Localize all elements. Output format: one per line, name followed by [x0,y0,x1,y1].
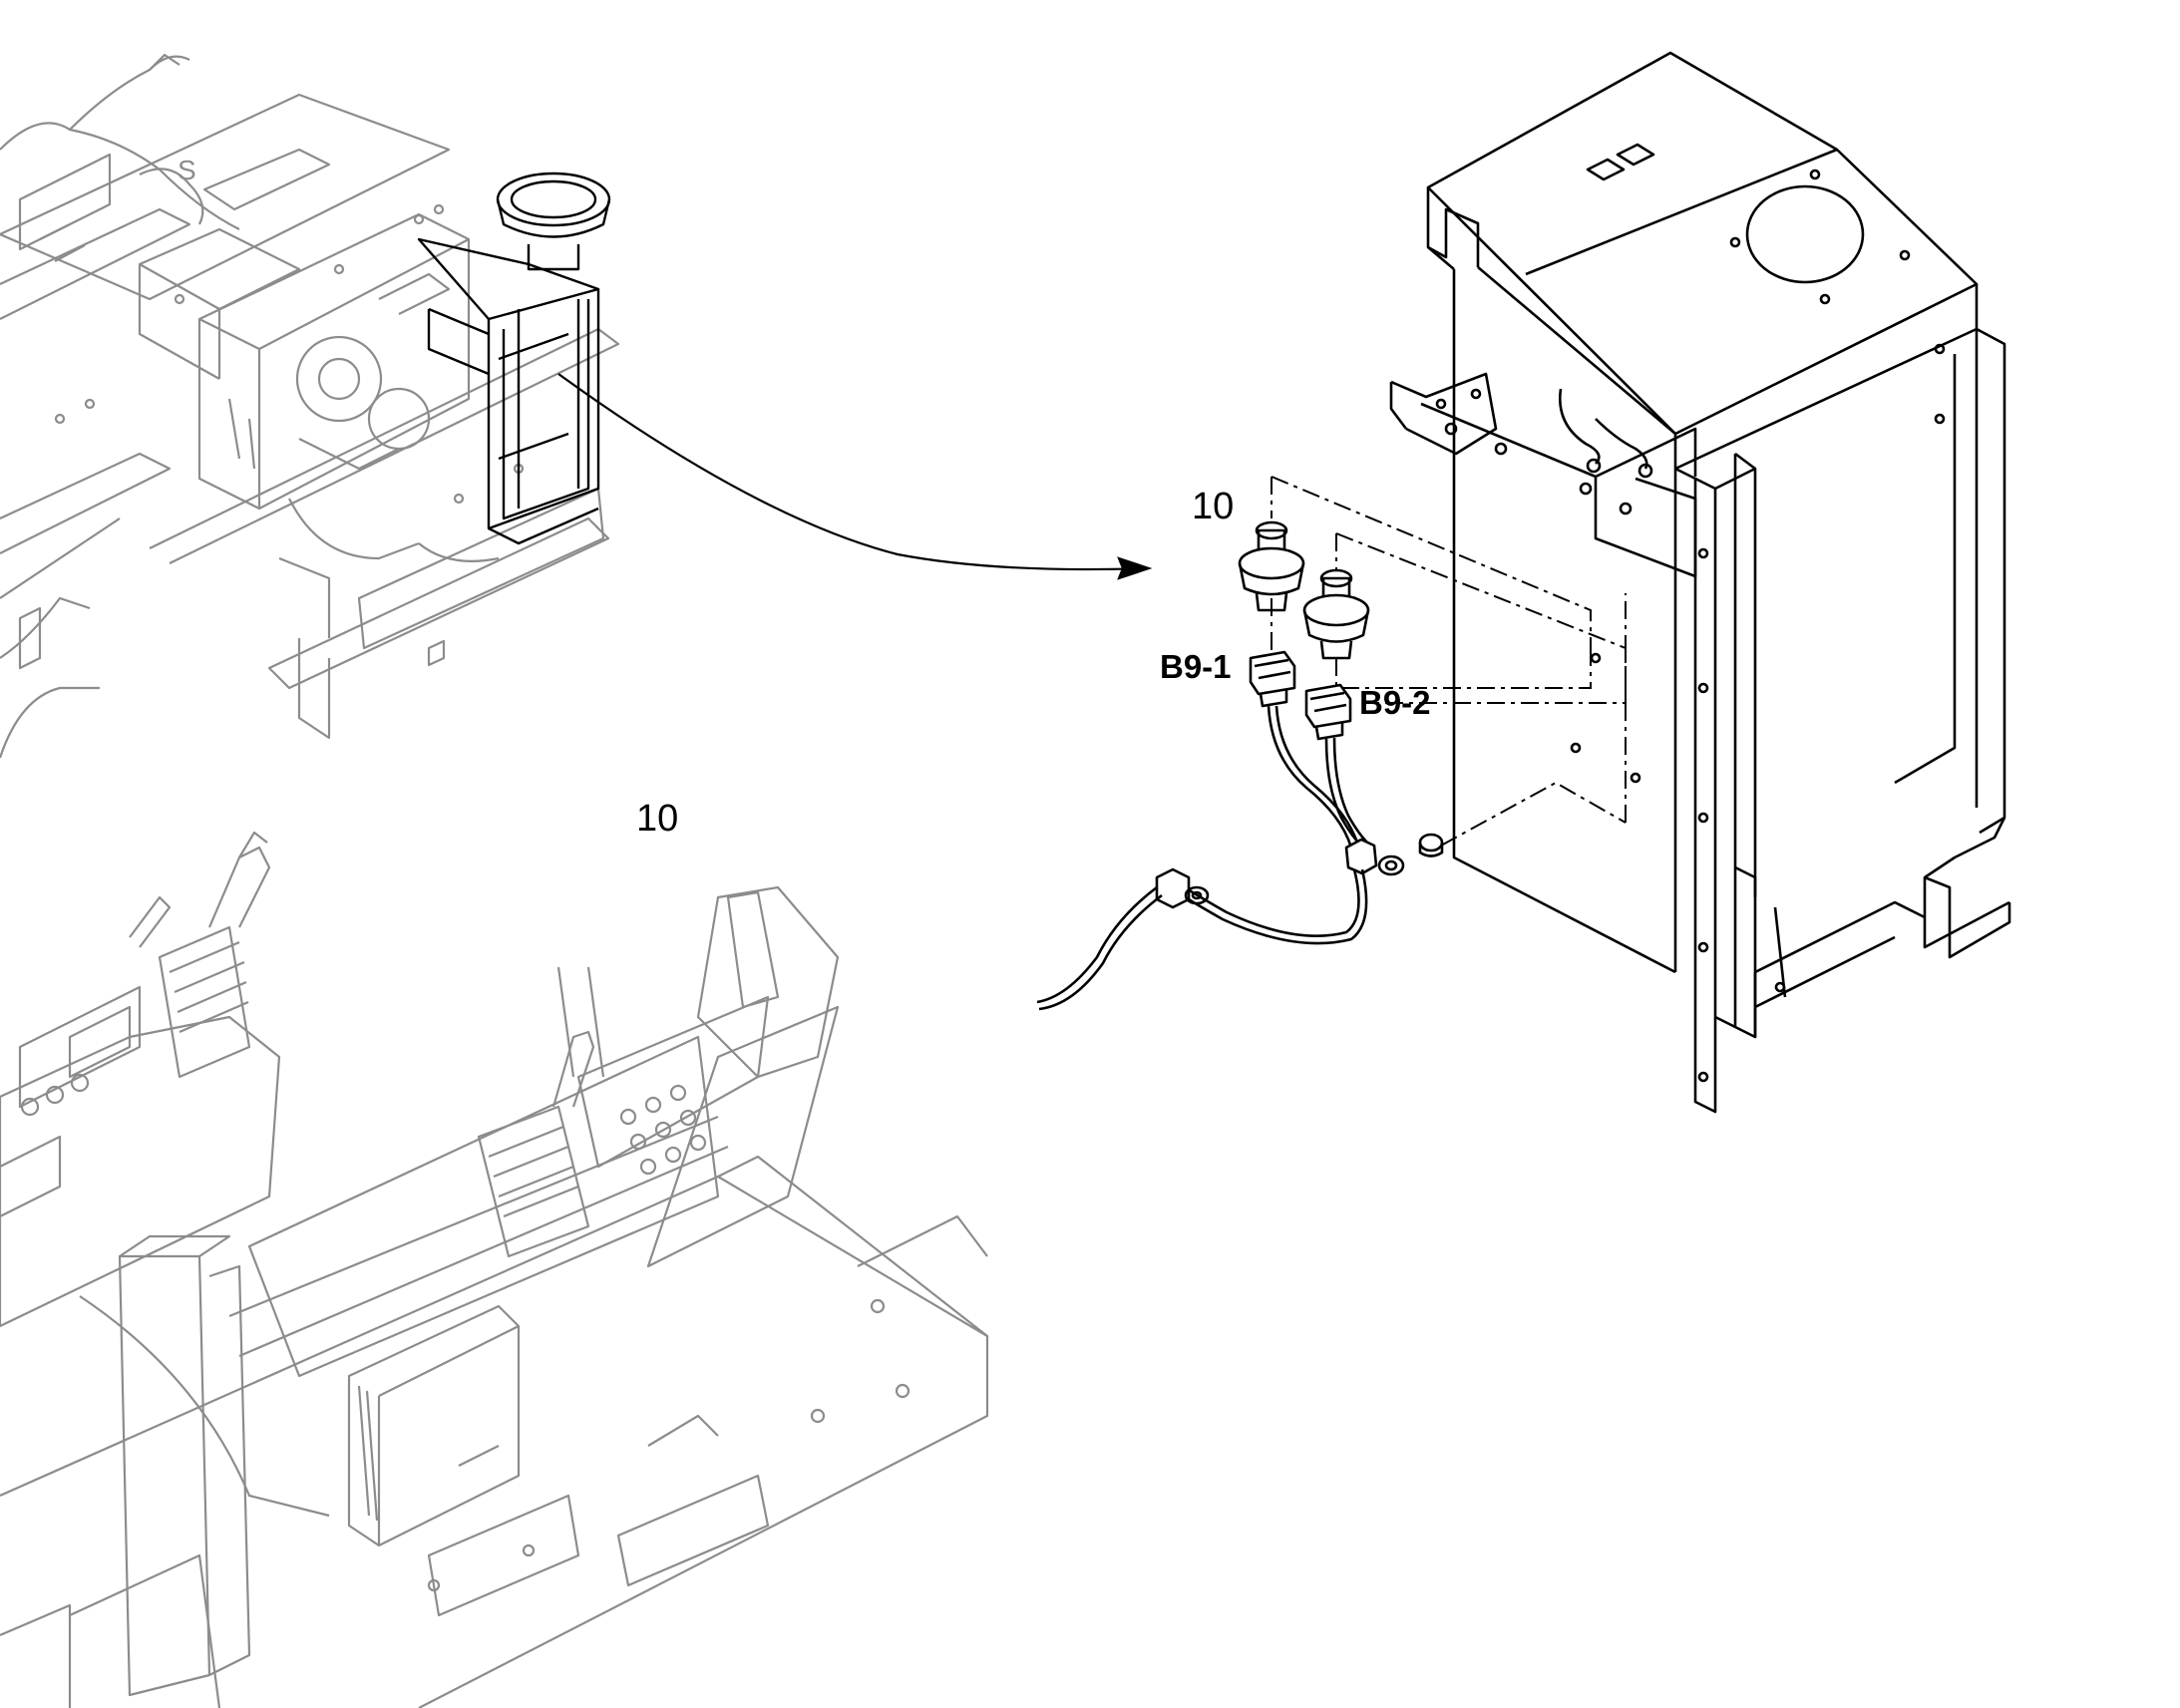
radiator-tank-highlight [417,171,611,545]
sensor-harness [1036,520,1444,1011]
item-number-label-upper: 10 [1192,486,1235,527]
assembly-guide-lines [1271,476,1627,847]
connector-label-b9-1: B9-1 [1160,648,1232,685]
item-number-label-lower: 10 [636,798,679,840]
connector-label-b9-2: B9-2 [1359,684,1431,721]
operator-cab-overview [0,831,989,1708]
radiator-enclosure [1389,51,2011,1114]
detail-arrow [557,373,1153,580]
chassis-engine-overview: S [0,53,620,759]
